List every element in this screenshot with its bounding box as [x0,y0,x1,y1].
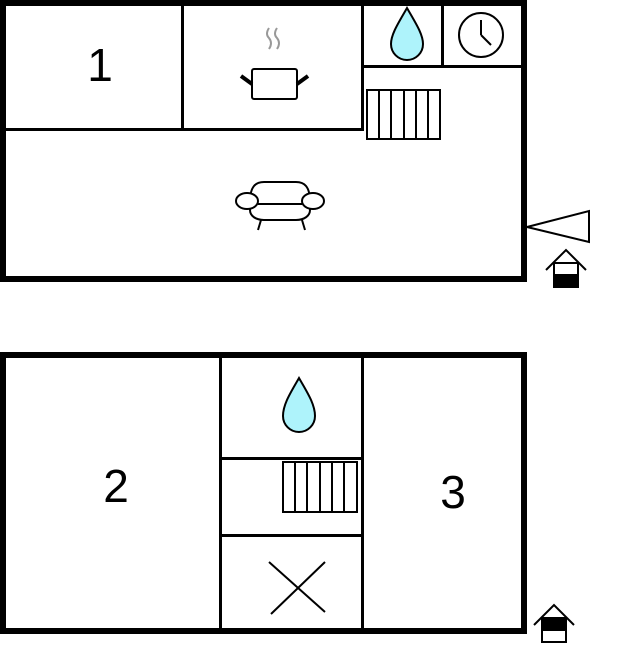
lower-wall-top [0,352,527,358]
entrance-down-icon [533,603,575,643]
upper-wall-top [0,0,525,6]
room-3-label: 3 [440,466,466,518]
lower-wall-h2 [219,534,363,537]
lower-wall-v1 [219,352,222,632]
sofa-icon [235,181,325,231]
cross-icon [268,561,326,615]
clock-icon [458,12,504,58]
upper-wall-v3 [441,0,444,67]
water-drop-icon [281,375,317,433]
lower-wall-right [521,352,527,634]
staircase-icon [282,461,358,513]
cooking-pot-icon [239,27,310,100]
upper-wall-h2 [361,65,523,68]
entrance-up-icon [545,248,587,288]
terrace-triangle-icon [526,209,590,244]
lower-wall-h1 [219,457,363,460]
room-2-label: 2 [103,460,129,512]
water-drop-icon [389,5,425,61]
lower-wall-left [0,352,6,634]
staircase-icon [366,89,441,140]
upper-wall-bottom [0,276,527,282]
upper-wall-v1 [181,0,184,131]
upper-wall-left [0,0,6,282]
lower-wall-bottom [0,628,527,634]
room-1-label: 1 [87,39,113,91]
lower-wall-v2 [361,352,364,632]
upper-wall-right [521,0,527,282]
